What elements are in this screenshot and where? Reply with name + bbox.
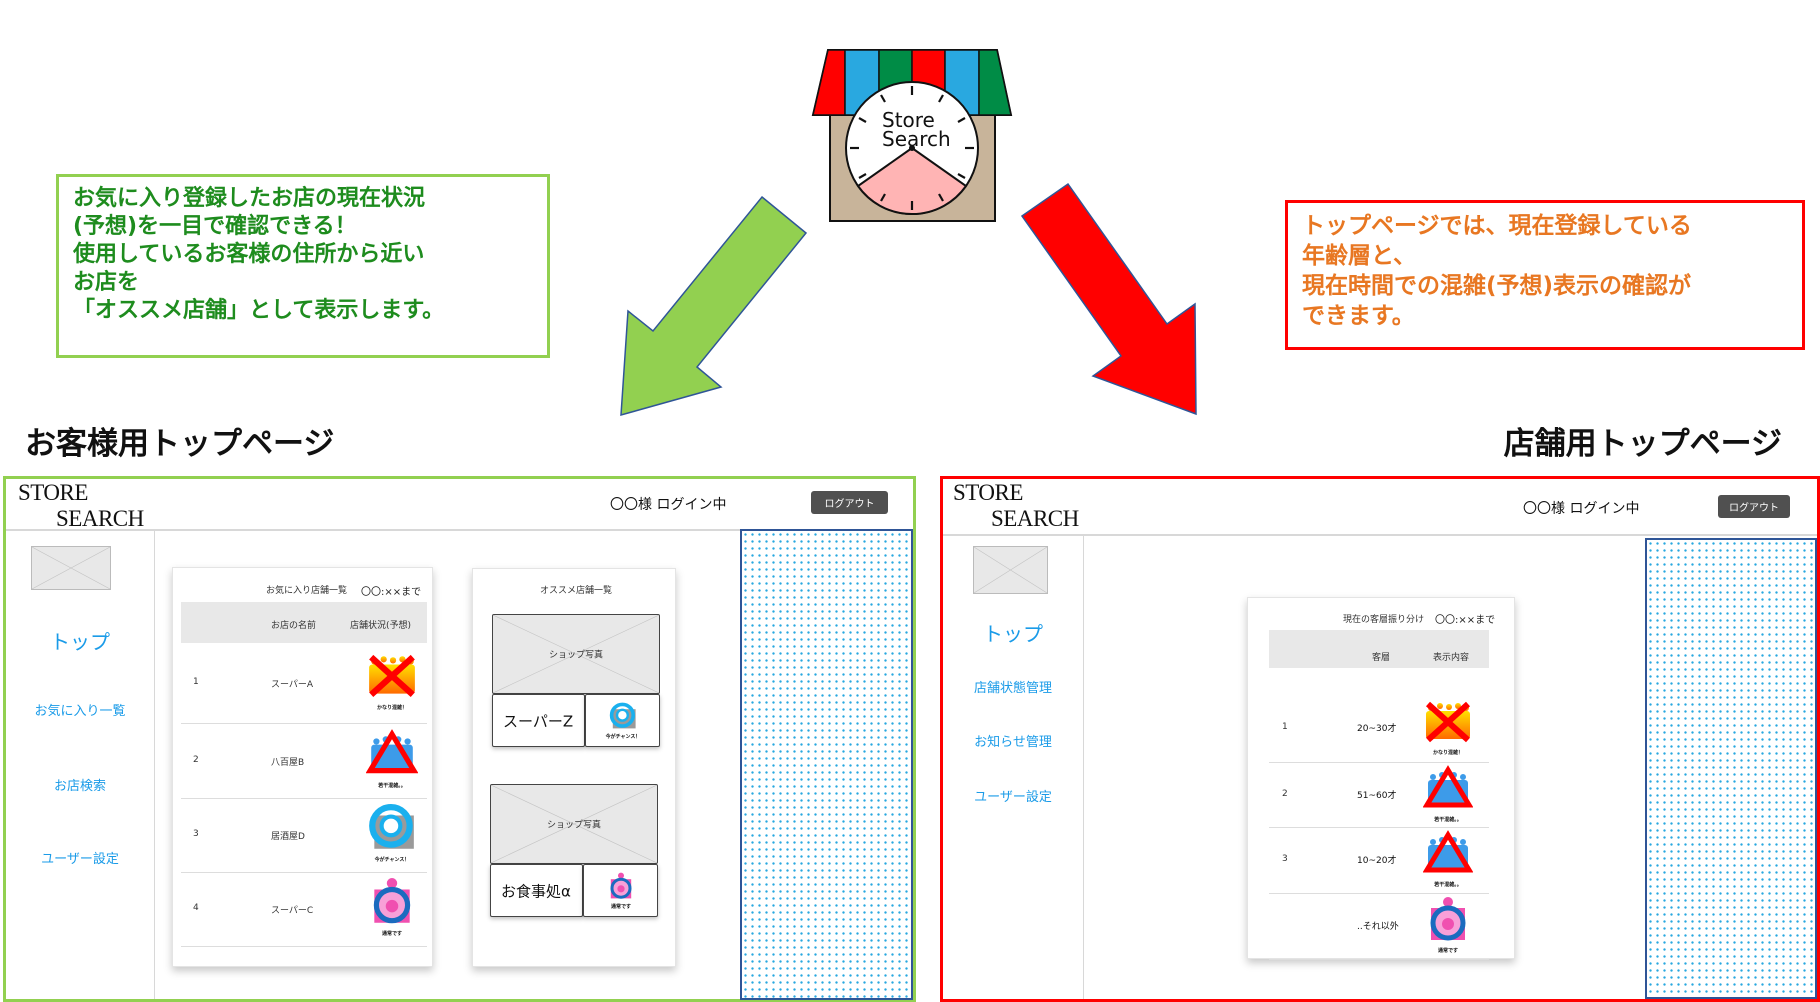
header-divider [6,529,740,531]
status-chance-icon [608,702,638,732]
store-feature-note: トップページでは、現在登録している 年齢層と、 現在時間での混雑(予想)表示の確… [1285,200,1805,350]
store-name[interactable]: スーパーA [271,680,314,690]
svg-text:Search: Search [882,127,951,151]
row-divider [1269,959,1489,960]
sidebar-item-top[interactable]: トップ [50,630,110,654]
segments-title: 現在の客層振り分け [1343,615,1425,625]
age-group: 51~60才 [1357,790,1397,801]
sidebar-item-top[interactable]: トップ [983,622,1043,646]
recommended-title: オススメ店舗一覧 [540,586,613,596]
sidebar-item-user-settings[interactable]: ユーザー設定 [41,852,119,867]
logout-button[interactable]: ログアウト [811,491,888,514]
shop-name: お食事処α [501,882,571,900]
sidebar-item-notices[interactable]: お知らせ管理 [974,735,1052,750]
row-divider [1269,827,1489,828]
row-number: 2 [193,754,199,765]
status-caption: 通常です [610,904,632,910]
shop-name-cell[interactable]: お食事処α [490,864,583,917]
row-divider [181,946,427,947]
column-store-name: お店の名前 [271,621,317,631]
store-top-heading: 店舗用トップページ [1503,426,1782,462]
status-caption: 若干混雑。。 [1434,882,1462,888]
sidebar-item-favorites[interactable]: お気に入り一覧 [34,704,126,719]
favorites-until: 〇〇:××まで [361,587,422,598]
sidebar-item-user-settings[interactable]: ユーザー設定 [974,790,1052,805]
segments-until: 〇〇:××まで [1435,615,1496,626]
store-name[interactable]: スーパーC [271,906,314,916]
store-name[interactable]: 居酒屋D [271,832,305,842]
status-caption: かなり混雑！ [376,705,408,711]
age-group: 10~20才 [1357,856,1397,866]
status-normal-icon [606,872,636,902]
row-divider [181,723,427,724]
row-number: 1 [193,677,199,687]
table-header [181,602,427,643]
svg-text:Store: Store [882,108,935,132]
red-arrow-icon [1020,182,1197,416]
arrows [620,182,1197,417]
store-name[interactable]: 八百屋B [271,757,305,768]
table-header [1269,630,1489,668]
row-divider [181,872,427,873]
row-divider [1269,893,1489,894]
row-number: 1 [1282,722,1288,732]
sidebar-item-store-status[interactable]: 店舗状態管理 [973,681,1052,696]
row-divider [1269,762,1489,763]
login-status: 〇〇様 ログイン中 [610,497,727,513]
status-caption: 若干混雑。。 [1434,816,1462,823]
shop-name: スーパーZ [503,712,574,730]
status-caption: 若干混雑。。 [378,782,406,789]
shop-photo[interactable]: ショップ写真 [490,784,658,864]
status-slightly-icon [1423,765,1473,815]
header-divider [943,534,1817,536]
status-crowded-icon [1423,698,1473,748]
row-number: 3 [193,829,199,839]
age-group: ..それ以外 [1357,922,1399,932]
column-display: 表示内容 [1433,653,1470,663]
store-search-logo: Store Search [811,49,1013,222]
row-number: 3 [1282,854,1288,864]
status-caption: 今がチャンス！ [605,734,641,740]
column-age-group: 客層 [1372,653,1391,663]
green-arrow-icon [620,195,808,417]
status-crowded-icon [366,651,418,703]
status-slightly-icon [366,729,418,781]
row-divider [181,798,427,799]
image-placeholder [31,546,111,590]
status-caption: 今がチャンス！ [374,857,410,863]
customer-feature-note: お気に入り登録したお店の現在状況 (予想)を一目で確認できる！ 使用しているお客… [56,174,550,358]
shop-name-cell[interactable]: スーパーZ [492,694,585,747]
status-chance-icon [366,803,418,855]
favorites-title: お気に入り店舗一覧 [266,586,348,596]
image-placeholder [973,546,1048,594]
sidebar-divider [154,531,155,999]
logout-button[interactable]: ログアウト [1718,495,1790,518]
sidebar-divider [1083,536,1084,999]
age-group: 20~30才 [1357,724,1397,734]
customer-top-heading: お客様用トップページ [25,426,335,462]
ad-banner-area[interactable] [1645,538,1817,999]
status-caption: かなり混雑！ [1432,750,1464,756]
status-slightly-icon [1423,830,1473,880]
column-store-status: 店舗状況(予想) [350,621,412,631]
sidebar-item-store-search[interactable]: お店検索 [53,779,106,794]
status-normal-icon [1423,896,1473,946]
status-caption: 通常です [1437,948,1459,954]
ad-banner-area[interactable] [740,529,913,1000]
login-status: 〇〇様 ログイン中 [1523,501,1640,517]
row-number: 4 [193,903,199,913]
shop-photo[interactable]: ショップ写真 [492,614,660,694]
status-caption: 通常です [381,931,403,937]
row-number: 2 [1282,788,1288,799]
status-normal-icon [366,877,418,929]
